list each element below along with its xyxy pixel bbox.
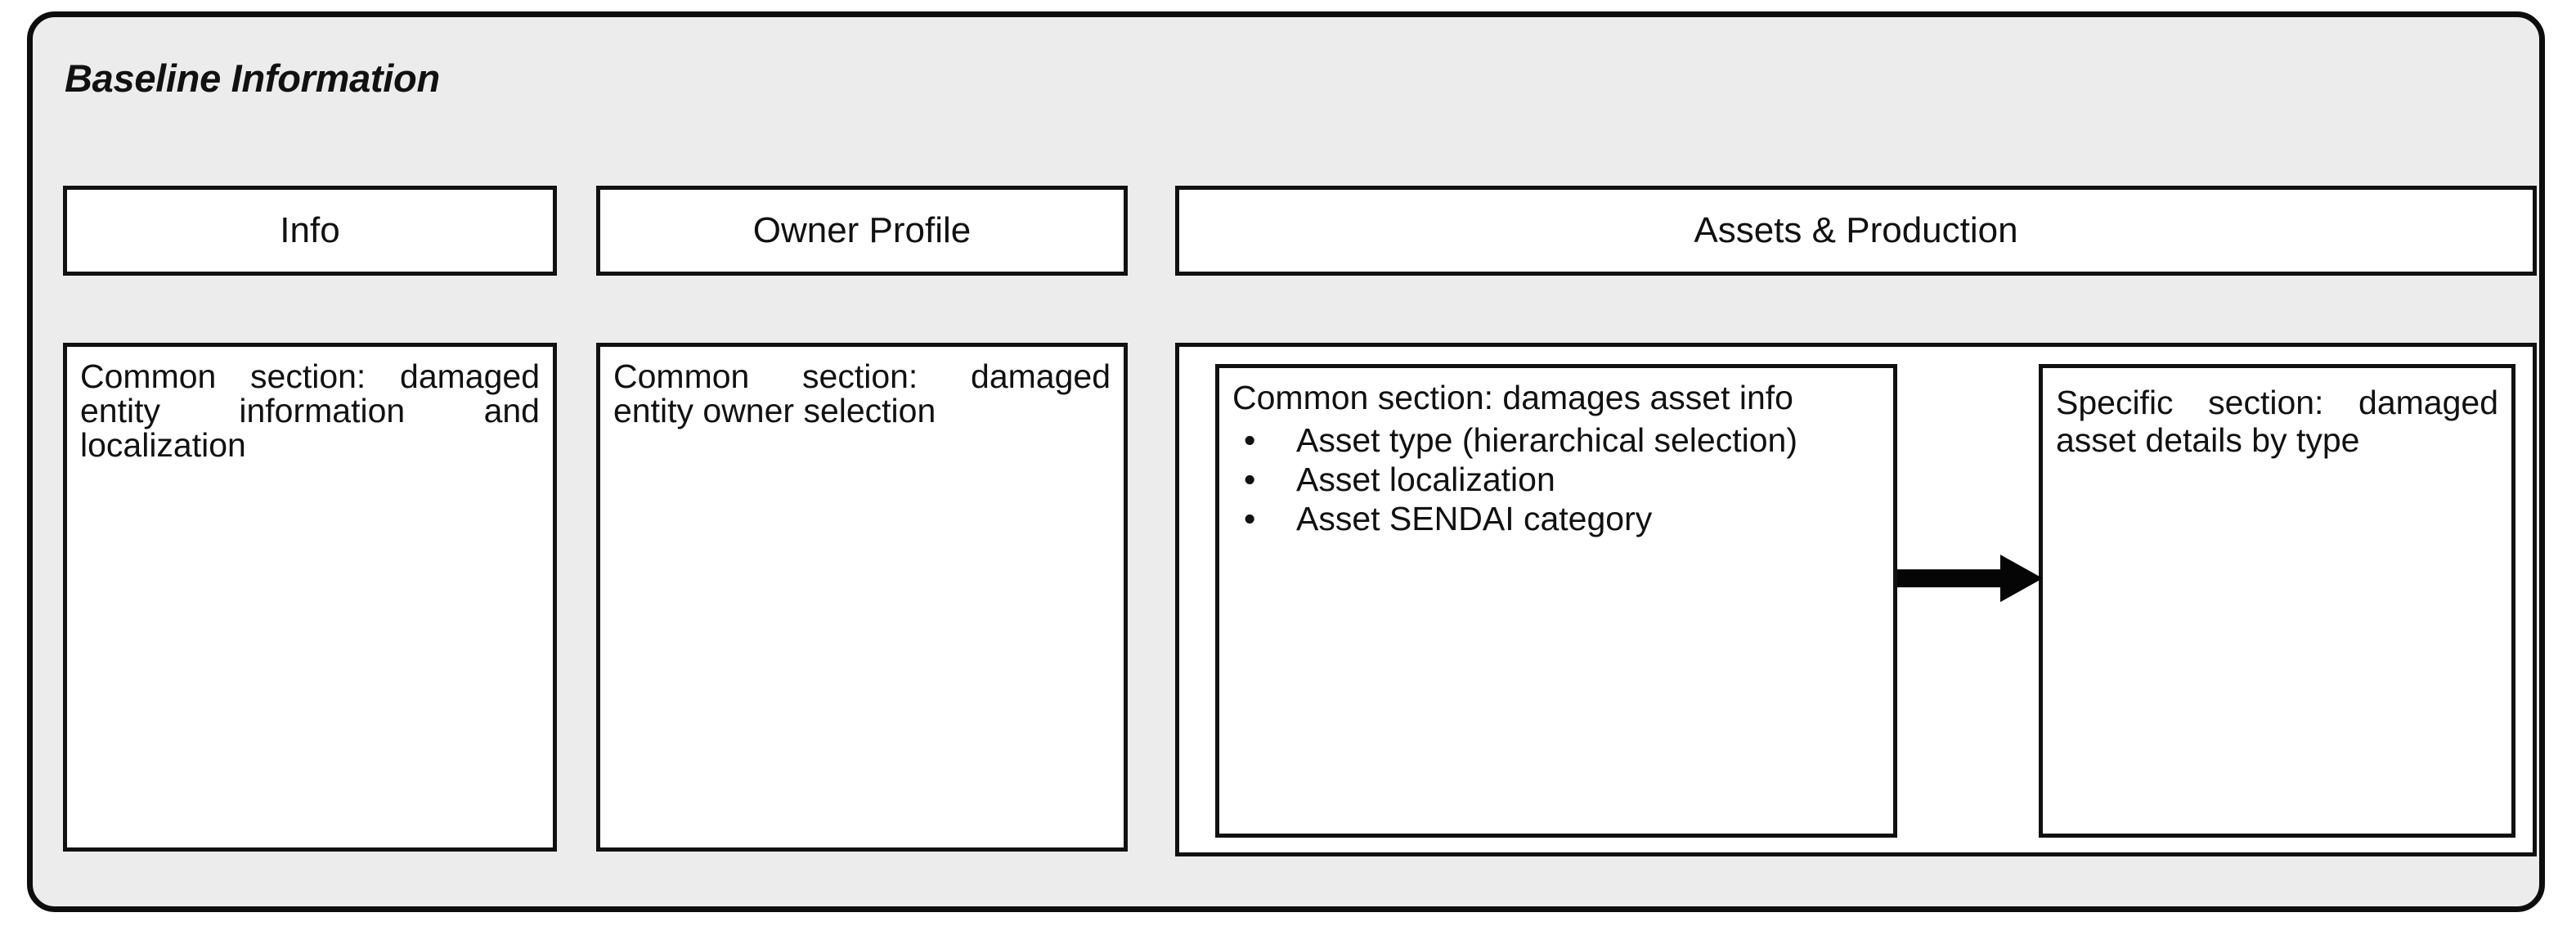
column-header-owner-profile-label: Owner Profile <box>752 210 972 250</box>
list-item-label: Asset type (hierarchical selection) <box>1296 420 1797 459</box>
assets-specific-section-box: Specific section: damaged asset details … <box>2039 364 2515 838</box>
list-item-label: Asset SENDAI category <box>1296 499 1653 537</box>
column-body-owner-profile-text: Common section: damaged entity owner sel… <box>613 357 1111 429</box>
page-title: Baseline Information <box>65 56 440 100</box>
assets-common-section-box: Common section: damages asset info • Ass… <box>1215 364 1897 838</box>
column-header-info-label: Info <box>280 210 340 250</box>
baseline-information-panel: Baseline Information Info Owner Profile … <box>27 11 2545 912</box>
bullet-icon: • <box>1244 499 1256 537</box>
list-item: • Asset type (hierarchical selection) <box>1232 420 1880 460</box>
list-item-label: Asset localization <box>1296 460 1555 498</box>
column-body-owner-profile: Common section: damaged entity owner sel… <box>596 343 1128 852</box>
assets-specific-section-text: Specific section: damaged asset details … <box>2056 384 2498 459</box>
bullet-icon: • <box>1244 420 1256 459</box>
column-header-owner-profile[interactable]: Owner Profile <box>596 186 1128 276</box>
list-item: • Asset localization <box>1232 461 1880 499</box>
list-item: • Asset SENDAI category <box>1232 499 1880 538</box>
column-body-info-text: Common section: damaged entity informati… <box>80 357 540 464</box>
column-header-assets-production[interactable]: Assets & Production <box>1175 186 2537 276</box>
assets-common-bullet-list: • Asset type (hierarchical selection) • … <box>1232 420 1880 538</box>
bullet-icon: • <box>1244 460 1256 498</box>
column-body-info: Common section: damaged entity informati… <box>63 343 557 852</box>
column-header-info[interactable]: Info <box>63 186 557 276</box>
column-header-assets-production-label: Assets & Production <box>1694 210 2018 250</box>
arrow-right-icon <box>1897 555 2043 602</box>
assets-common-section-title: Common section: damages asset info <box>1232 379 1793 416</box>
